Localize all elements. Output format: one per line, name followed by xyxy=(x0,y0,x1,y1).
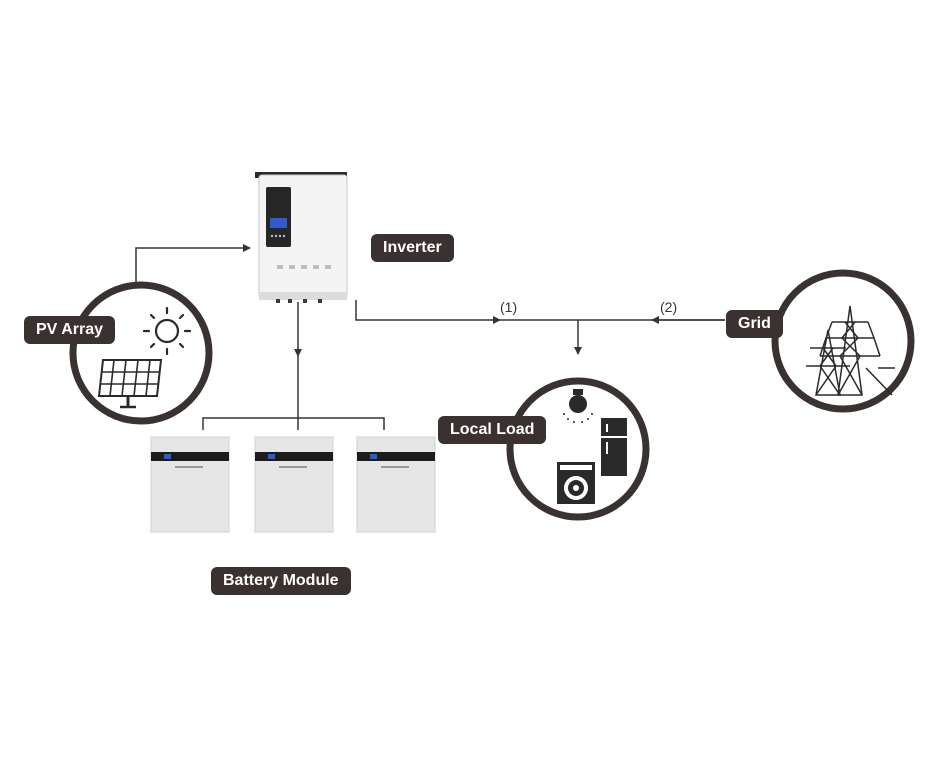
pv-to-inverter-wire xyxy=(135,244,251,288)
path-2-label: (2) xyxy=(660,299,678,315)
local-load-label: Local Load xyxy=(438,416,547,444)
pv-node xyxy=(69,281,213,425)
battery-unit-1 xyxy=(150,436,230,533)
transmission-tower-icon xyxy=(806,305,895,396)
grid-node xyxy=(771,269,915,413)
inverter-to-load-wire xyxy=(355,300,501,324)
refrigerator-icon xyxy=(601,418,627,476)
battery-unit-3 xyxy=(356,436,436,533)
sun-icon xyxy=(142,306,192,356)
path-1-label: (1) xyxy=(500,299,518,315)
grid-label: Grid xyxy=(726,310,783,338)
battery-bus-wire xyxy=(202,356,385,430)
inverter-device xyxy=(255,172,348,303)
local-load-node xyxy=(506,377,650,521)
battery-module-label: Battery Module xyxy=(211,567,351,595)
light-bulb-icon xyxy=(563,389,593,423)
washing-machine-icon xyxy=(557,462,595,504)
battery-unit-2 xyxy=(254,436,334,533)
solar-panel-icon xyxy=(97,359,163,409)
pv-array-label: PV Array xyxy=(24,316,115,344)
inverter-label: Inverter xyxy=(371,234,454,262)
